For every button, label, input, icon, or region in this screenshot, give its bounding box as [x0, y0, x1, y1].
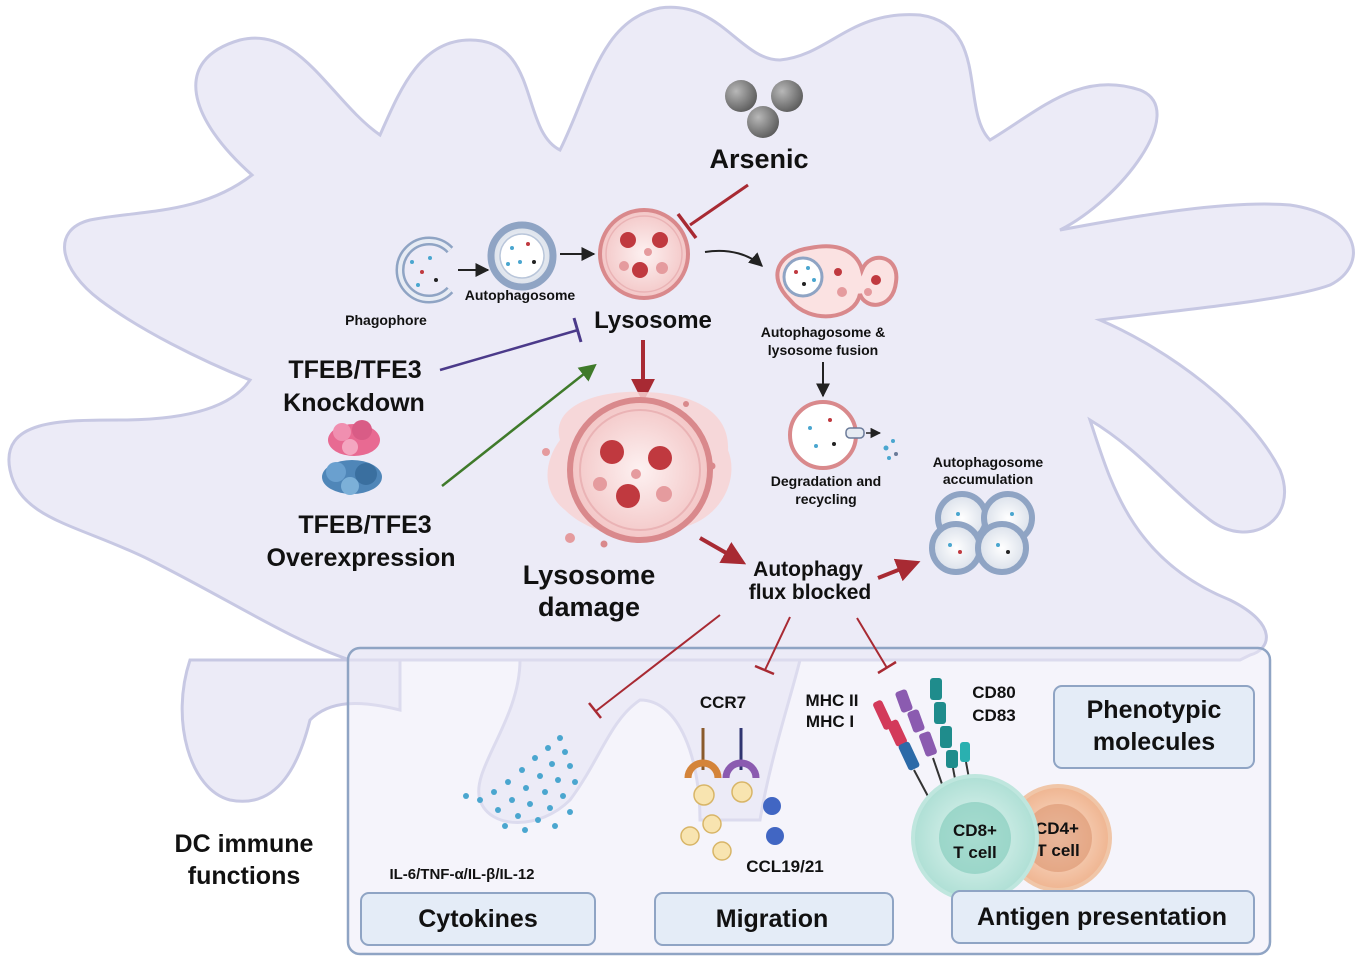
knockdown-label-line1: TFEB/TFE3	[288, 356, 421, 384]
cd80-label: CD80	[972, 683, 1015, 702]
autophagosome-label: Autophagosome	[465, 287, 576, 303]
phenotypic-box-label-line1: Phenotypic	[1087, 696, 1222, 724]
flux-inhibit-cytokines-bar	[588, 702, 602, 719]
migration-box	[654, 892, 894, 946]
cd8-label-line2: T cell	[953, 843, 996, 862]
arsenic-particles	[725, 80, 803, 138]
flux-inhibit-antigen-bar	[877, 660, 897, 675]
accumulation-label-line2: accumulation	[943, 471, 1033, 487]
mhc2-label: MHC II	[806, 691, 859, 710]
cd8-t-cell	[911, 774, 1039, 902]
cytokine-dots	[463, 735, 578, 833]
arsenic-inhibit-bar	[676, 212, 698, 240]
phenotypic-molecules-box	[1053, 685, 1255, 769]
knockdown-label-line2: Knockdown	[283, 389, 425, 417]
tfeb-protein-icon	[322, 420, 382, 495]
flux-inhibit-cytokines-line	[595, 614, 721, 712]
autophagosome-icon	[487, 221, 557, 291]
arsenic-label: Arsenic	[709, 144, 808, 174]
antigen-box-label: Antigen presentation	[977, 903, 1227, 931]
accumulation-label-line1: Autophagosome	[933, 454, 1044, 470]
ccl-chemokines	[680, 781, 784, 861]
degradation-label-line2: recycling	[795, 491, 856, 507]
lysosome-damage-label-line1: Lysosome	[523, 560, 656, 590]
flux-inhibit-migration-bar	[754, 664, 775, 676]
cd4-label-line2: T cell	[1036, 841, 1079, 860]
ccl-label: CCL19/21	[746, 857, 823, 876]
flux-inhibit-migration-line	[764, 616, 791, 671]
fusion-label-line1: Autophagosome &	[761, 324, 885, 340]
degradation-icon	[788, 400, 898, 470]
arsenic-inhibit-line	[689, 183, 749, 227]
arrow-lysosome-to-fusion	[704, 249, 764, 267]
cd8-label-line1: CD8+	[953, 821, 997, 840]
flux-blocked-label-line2: flux blocked	[749, 581, 872, 604]
arrow-flux-to-accumulation	[877, 558, 921, 582]
autophagosome-lysosome-fusion-icon	[775, 244, 899, 319]
phenotypic-box-label-line2: molecules	[1093, 728, 1215, 756]
cytokine-list-label: IL-6/TNF-α/IL-β/IL-12	[389, 866, 534, 883]
dc-functions-label-line1: DC immune	[175, 830, 314, 858]
knockdown-inhibit-bar	[572, 317, 583, 343]
autophagosome-accumulation-icon	[929, 491, 1035, 575]
arrow-damage-to-flux	[699, 536, 747, 565]
lysosome-label: Lysosome	[594, 307, 712, 334]
lysosome-damage-label-line2: damage	[538, 592, 640, 622]
ccr7-receptors	[684, 728, 760, 779]
fusion-label-line2: lysosome fusion	[768, 342, 878, 358]
flux-inhibit-antigen-line	[856, 617, 888, 669]
cytokines-box-label: Cytokines	[418, 905, 537, 933]
cd83-label: CD83	[972, 706, 1015, 725]
overexpression-activate-arrow	[441, 363, 597, 487]
mhc-molecules	[873, 689, 945, 801]
antigen-presentation-box	[951, 890, 1255, 944]
migration-box-label: Migration	[716, 905, 829, 933]
phagophore-label: Phagophore	[345, 312, 427, 328]
flux-blocked-label-line1: Autophagy	[753, 558, 863, 581]
overexpression-label-line2: Overexpression	[267, 544, 456, 572]
cytokines-box	[360, 892, 596, 946]
mhc1-label: MHC I	[806, 712, 854, 731]
cd4-label-line1: CD4+	[1035, 819, 1079, 838]
knockdown-inhibit-line	[439, 328, 579, 372]
ccr7-label: CCR7	[700, 693, 746, 712]
overexpression-label-line1: TFEB/TFE3	[298, 511, 431, 539]
degradation-label-line1: Degradation and	[771, 473, 881, 489]
phagophore-icon	[395, 236, 454, 304]
lysosome-icon	[598, 208, 690, 300]
dc-functions-label-line2: functions	[188, 862, 301, 890]
damaged-lysosome-icon	[542, 391, 732, 548]
